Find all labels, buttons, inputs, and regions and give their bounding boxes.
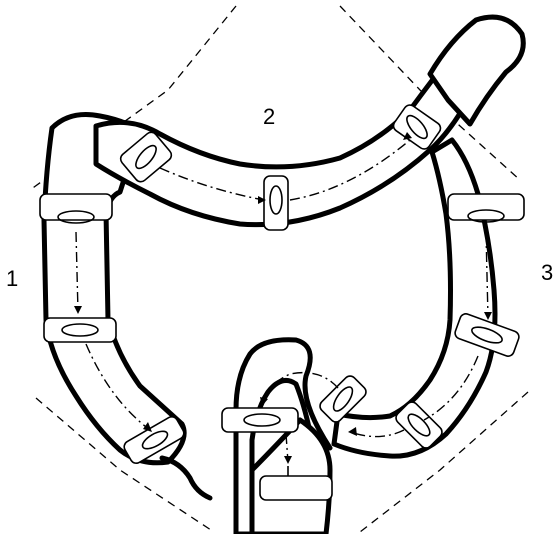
clip-ring [40,194,112,220]
region-label-1: 1 [6,268,18,290]
region-label-3: 3 [541,262,553,284]
region-label-2: 2 [263,106,275,128]
clip-ring [260,476,332,500]
clip-ring [222,408,298,432]
clip-ring [448,194,524,220]
clip-ring [44,318,116,342]
clip-ring [264,176,288,230]
